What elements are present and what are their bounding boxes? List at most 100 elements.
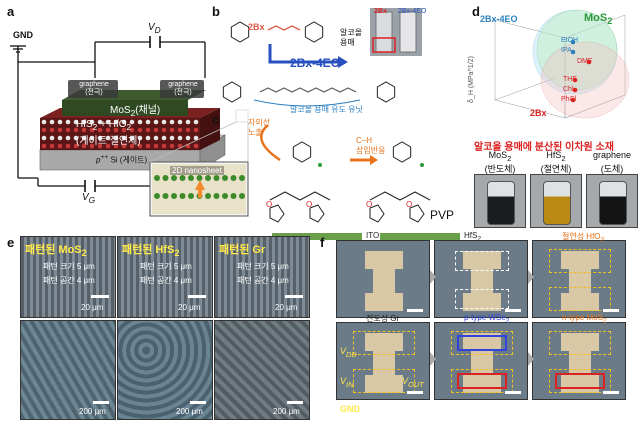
voltage-vin: VIN — [340, 376, 354, 389]
dielectric-atom — [113, 135, 119, 141]
ito-pad-bottom — [561, 293, 599, 311]
ito-pad-top — [463, 333, 501, 351]
dielectric-atom — [129, 119, 135, 125]
dielectric-atom — [89, 143, 95, 149]
benzene-ring — [292, 141, 312, 163]
ito-pad-top — [463, 251, 501, 269]
dielectric-atom — [145, 119, 151, 125]
dielectric-atom — [65, 135, 71, 141]
hfo2-outline — [549, 249, 611, 273]
dispersion-name: MoS2 — [488, 150, 512, 163]
nanosheet-label: 2D nanosheet — [170, 166, 224, 175]
dielectric-atom — [97, 135, 103, 141]
dielectric-atom — [49, 143, 55, 149]
hfo2-outline — [549, 331, 611, 355]
pattern-space-text: 패턴 공간 4 μm — [140, 276, 192, 285]
graphene-right-sub: (전극) — [174, 89, 192, 96]
dielectric-note: (게이트 절연체) — [76, 136, 141, 147]
dispersion-vial-photo — [586, 174, 638, 228]
fab-step-label: ITO — [366, 231, 380, 240]
pattern-size-text: 패턴 크기 5 μm — [237, 262, 289, 271]
dielectric-atom — [97, 143, 103, 149]
fab-step-photo — [336, 240, 430, 318]
scale-bar — [188, 295, 206, 298]
dielectric-atom — [113, 119, 119, 125]
scale-bar — [407, 391, 423, 394]
patterned-label: 패턴된 HfS2 — [122, 244, 180, 259]
scale-bar — [505, 391, 521, 394]
ito-pad-top — [561, 251, 599, 269]
ito-pad-top — [365, 333, 403, 351]
fab-step-label: p-type WSe2 — [464, 313, 510, 325]
voltage-vout: VOUT — [402, 376, 424, 389]
dielectric-atom — [41, 119, 47, 125]
pt-phcl: PhCl — [561, 96, 577, 103]
dielectric-atom — [49, 119, 55, 125]
inset-atom — [154, 193, 160, 199]
step-arrow — [430, 352, 436, 366]
dielectric-atom — [57, 135, 63, 141]
scale-bar — [285, 295, 303, 298]
inset-atom — [188, 193, 194, 199]
dielectric-atom — [97, 119, 103, 125]
dielectric-atom — [49, 135, 55, 141]
hfo2-outline — [451, 369, 513, 393]
mol-2bx4eo-label: 2Bx-4EO — [290, 56, 341, 70]
hansen-z-axis: δ_H (MPa^1/2) — [467, 56, 475, 103]
hfo2-text: HfO — [108, 119, 127, 130]
dielectric-atom — [137, 143, 143, 149]
mos2-box — [457, 373, 507, 389]
vd-text: V — [148, 22, 155, 33]
pt-thf: THF — [563, 76, 577, 83]
dielectric-atom — [169, 143, 175, 149]
hfo2-sub: 2 — [126, 122, 132, 132]
dielectric-atom — [185, 127, 191, 133]
fab-gnd-label: GND — [340, 404, 360, 414]
dielectric-atom — [153, 127, 159, 133]
hfo2-outline — [451, 331, 513, 355]
dielectric-atom — [65, 119, 71, 125]
device-schematic — [10, 36, 249, 217]
solvent-point — [572, 87, 578, 93]
dispersion-role: (절연체) — [540, 163, 572, 174]
dielectric-atom — [193, 143, 199, 149]
pt-etoh: EtOH — [561, 37, 579, 44]
inset-atom — [179, 193, 186, 199]
scale-label: 20 μm — [275, 303, 298, 312]
dielectric-atom — [105, 127, 111, 133]
benzene-ring — [230, 21, 250, 43]
uv-text2: 노출 — [248, 128, 263, 137]
dielectric-atom — [81, 135, 87, 141]
dielectric-atom — [177, 119, 183, 125]
inset-atom — [239, 175, 245, 181]
panel-label-f: f — [320, 235, 325, 250]
dispersion-item: graphene(도체) — [586, 150, 638, 175]
dielectric-atom — [73, 135, 79, 141]
scale-label: 200 μm — [176, 407, 203, 416]
dielectric-atom — [137, 127, 143, 133]
dispersion-role: (반도체) — [484, 163, 516, 174]
pt-chl: Chl — [563, 86, 574, 93]
inset-atom — [171, 175, 177, 181]
hfo2-outline — [353, 369, 415, 393]
dielectric-atom — [113, 143, 119, 149]
dispersion-title: 알코올 용매에 분산된 이차원 소재 — [474, 142, 614, 153]
mos2-note: (채널) — [135, 105, 161, 116]
hfs2-outline — [455, 289, 509, 309]
dielectric-atom — [89, 127, 95, 133]
pvp-label: PVP — [430, 208, 455, 222]
mos2-text: MoS — [110, 105, 131, 116]
dielectric-atom — [81, 127, 87, 133]
inset-atom — [205, 193, 211, 199]
dielectric-atom — [185, 135, 191, 141]
dispersion-role: (도체) — [600, 163, 624, 174]
dielectric-atom — [57, 127, 63, 133]
ito-pad-top — [365, 251, 403, 269]
mos2-sub: 2 — [130, 108, 136, 118]
scale-bar — [505, 309, 521, 312]
dielectric-atom — [41, 127, 47, 133]
dielectric-atom — [89, 119, 95, 125]
dielectric-atom — [57, 119, 63, 125]
